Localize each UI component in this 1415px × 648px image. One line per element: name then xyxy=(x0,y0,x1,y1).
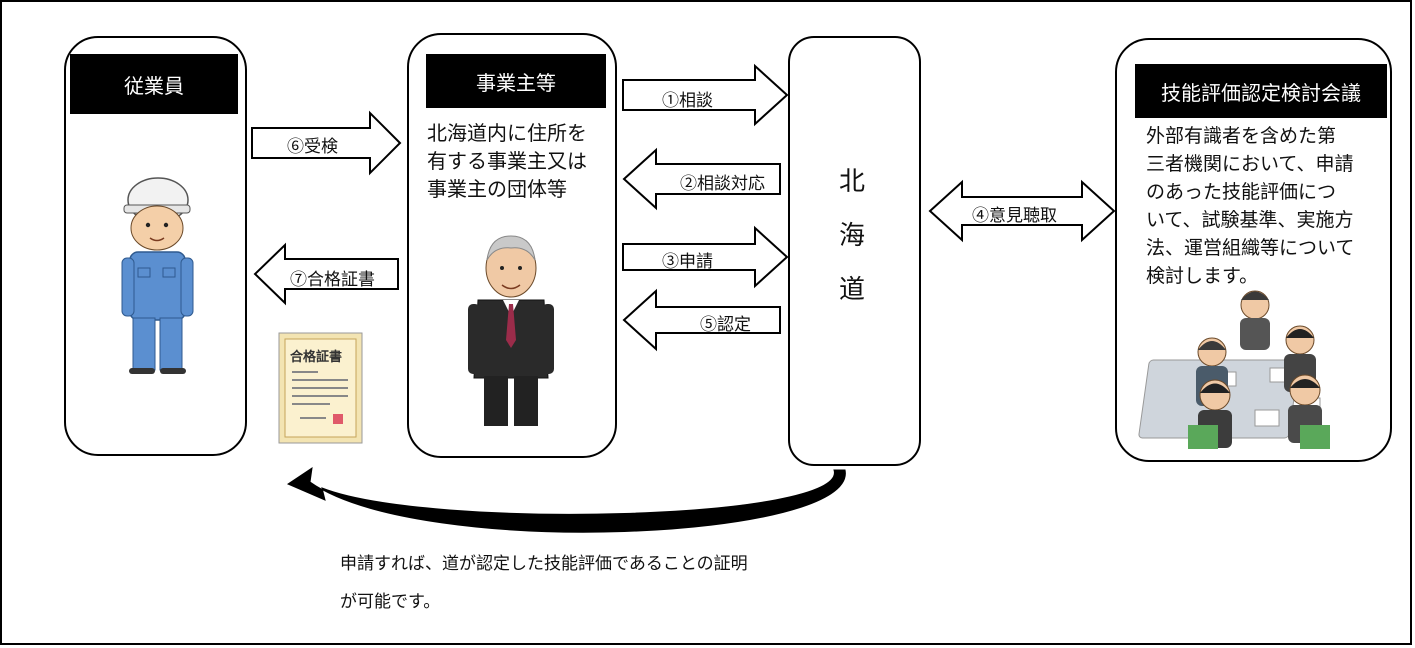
arrow-1-label: ①相談 xyxy=(662,91,713,111)
arrow-2-shape xyxy=(622,147,781,211)
employer-desc-line: 有する事業主又は xyxy=(427,149,587,173)
hokkaido-box xyxy=(788,36,921,466)
employee-title: 従業員 xyxy=(70,54,238,114)
employer-desc-line: 北海道内に住所を xyxy=(427,121,587,145)
arrow-3-label: ③申請 xyxy=(662,252,713,272)
certificate-title: 合格証書 xyxy=(290,350,343,365)
council-desc-line: のあった技能評価につ xyxy=(1146,181,1337,203)
employer-title: 事業主等 xyxy=(426,54,606,108)
hokkaido-char: 道 xyxy=(838,275,865,305)
council-description: 外部有識者を含めた第 三者機関において、申請 のあった技能評価につ いて、試験基… xyxy=(1146,122,1354,290)
arrow-5-label: ⑤認定 xyxy=(700,315,751,335)
arrow-6-label: ⑥受検 xyxy=(287,137,338,157)
council-title: 技能評価認定検討会議 xyxy=(1135,64,1387,118)
arrow-4-shape xyxy=(928,179,1116,243)
arrow-7-label: ⑦合格証書 xyxy=(290,270,375,290)
arrow-4-label: ④意見聴取 xyxy=(972,206,1057,226)
arrow-6-shape xyxy=(251,110,402,176)
council-desc-line: いて、試験基準、実施方 xyxy=(1146,209,1354,231)
bottom-note-line: が可能です。 xyxy=(340,592,441,612)
council-desc-line: 外部有識者を含めた第 xyxy=(1146,125,1337,147)
arrow-2-label: ②相談対応 xyxy=(680,174,765,194)
employer-desc-line: 事業主の団体等 xyxy=(427,177,567,201)
bottom-note: 申請すれば、道が認定した技能評価であることの証明 が可能です。 xyxy=(340,545,748,621)
hokkaido-label: 北 海 道 xyxy=(832,155,872,317)
arrow-7-shape xyxy=(253,242,399,306)
employer-description: 北海道内に住所を 有する事業主又は 事業主の団体等 xyxy=(427,119,587,203)
council-desc-line: 検討します。 xyxy=(1146,265,1259,287)
arrow-3-shape xyxy=(622,225,789,289)
council-desc-line: 三者機関において、申請 xyxy=(1146,153,1354,175)
arrow-1-shape xyxy=(622,63,789,127)
arrow-5-shape xyxy=(622,288,781,352)
return-curve-arrow xyxy=(286,466,846,533)
bottom-note-line: 申請すれば、道が認定した技能評価であることの証明 xyxy=(340,554,748,574)
council-desc-line: 法、運営組織等について xyxy=(1146,237,1355,259)
hokkaido-char: 北 xyxy=(838,167,865,197)
hokkaido-char: 海 xyxy=(838,221,865,251)
